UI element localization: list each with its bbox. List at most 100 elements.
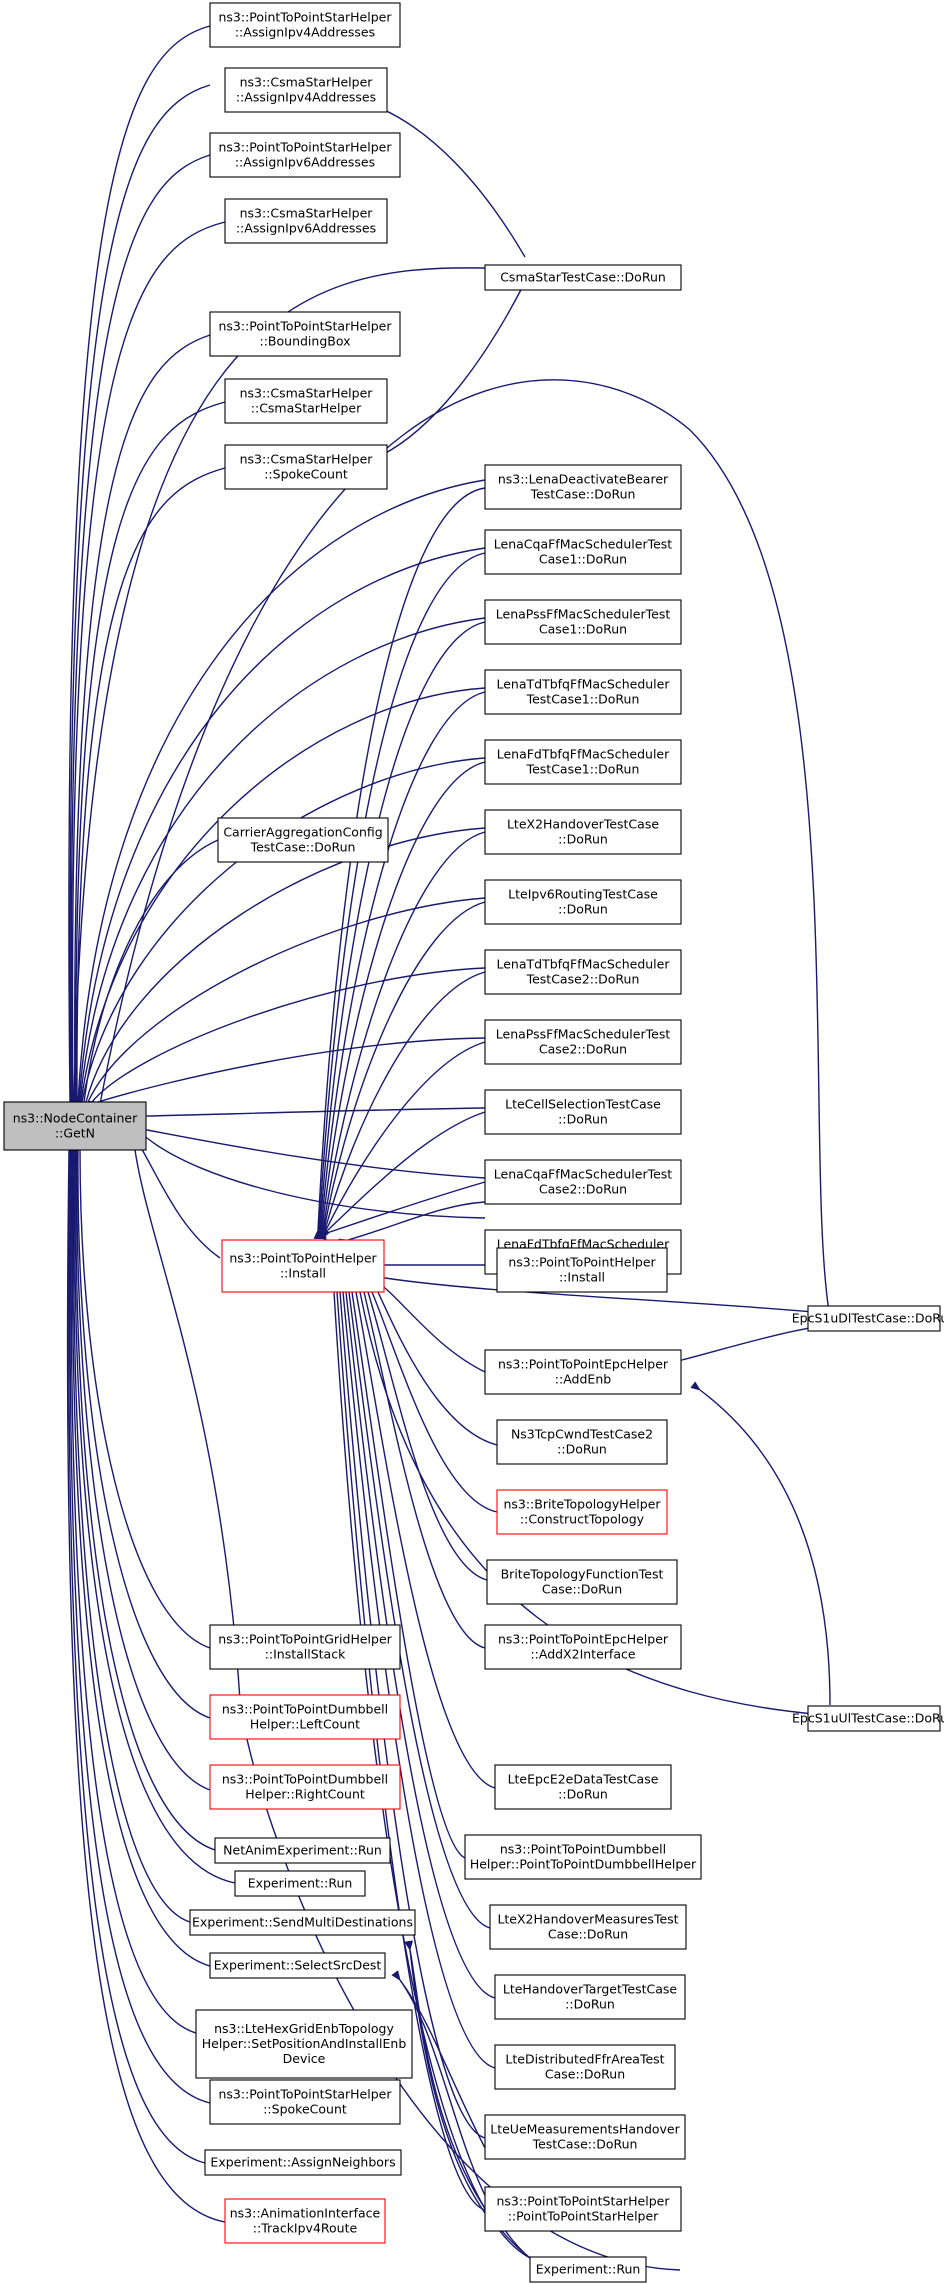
graph-node[interactable]: ns3::PointToPointDumbbellHelper::PointTo… xyxy=(464,1834,702,1880)
graph-node[interactable]: EpcS1uDlTestCase::DoRun xyxy=(792,1305,944,1332)
graph-node[interactable]: ns3::PointToPointDumbbellHelper::LeftCou… xyxy=(209,1694,401,1740)
graph-node[interactable]: ns3::CsmaStarHelper::SpokeCount xyxy=(224,444,388,490)
node-label: LteUeMeasurementsHandover xyxy=(490,2122,680,2137)
node-label: Experiment::Run xyxy=(248,1876,353,1891)
node-label: ::DoRun xyxy=(565,1997,615,2012)
graph-node[interactable]: CsmaStarTestCase::DoRun xyxy=(484,264,682,291)
graph-node[interactable]: LteCellSelectionTestCase::DoRun xyxy=(484,1089,682,1135)
graph-node[interactable]: LteIpv6RoutingTestCase::DoRun xyxy=(484,879,682,925)
node-label: ::AddEnb xyxy=(555,1372,611,1387)
node-label: LenaCqaFfMacSchedulerTest xyxy=(494,1167,673,1182)
node-box xyxy=(484,1349,682,1395)
node-label: LenaTdTbfqFfMacScheduler xyxy=(497,957,671,972)
graph-node[interactable]: ns3::LteHexGridEnbTopologyHelper::SetPos… xyxy=(195,2009,413,2079)
edge xyxy=(74,1140,211,1719)
edge xyxy=(364,1282,498,1513)
node-box xyxy=(494,1764,672,1810)
node-box xyxy=(209,1952,386,1979)
edge xyxy=(73,1140,211,1791)
edge xyxy=(318,1111,486,1240)
node-label: Experiment::SendMultiDestinations xyxy=(192,1915,413,1930)
graph-node[interactable]: ns3::CsmaStarHelper::AssignIpv4Addresses xyxy=(224,67,388,113)
nodes: ns3::NodeContainer::GetNns3::PointToPoin… xyxy=(3,2,944,2283)
graph-node[interactable]: ns3::PointToPointGridHelper::InstallStac… xyxy=(209,1624,401,1670)
node-box xyxy=(484,1624,682,1670)
graph-node[interactable]: ns3::PointToPointStarHelper::AssignIpv6A… xyxy=(209,132,401,178)
edge xyxy=(88,1037,486,1109)
node-box xyxy=(484,529,682,575)
graph-node[interactable]: ns3::PointToPointDumbbellHelper::RightCo… xyxy=(209,1764,401,1810)
graph-node[interactable]: Experiment::SelectSrcDest xyxy=(209,1952,386,1979)
edge xyxy=(66,25,211,1112)
graph-node[interactable]: Ns3TcpCwndTestCase2::DoRun xyxy=(496,1419,668,1465)
graph-node[interactable]: Experiment::AssignNeighbors xyxy=(204,2149,402,2176)
graph-node[interactable]: ns3::CsmaStarHelper::AssignIpv6Addresses xyxy=(224,198,388,244)
graph-node[interactable]: EpcS1uUlTestCase::DoRun xyxy=(792,1705,944,1732)
node-label: TestCase::DoRun xyxy=(250,840,356,855)
node-label: ::GetN xyxy=(55,1126,95,1141)
node-box xyxy=(484,599,682,645)
graph-node[interactable]: Experiment::SendMultiDestinations xyxy=(189,1909,416,1936)
node-label: NetAnimExperiment::Run xyxy=(223,1843,382,1858)
edge xyxy=(72,1140,216,1851)
graph-node[interactable]: LteHandoverTargetTestCase::DoRun xyxy=(494,1974,686,2020)
node-box xyxy=(217,817,389,863)
node-box xyxy=(494,1974,686,2020)
graph-node[interactable]: ns3::PointToPointEpcHelper::AddX2Interfa… xyxy=(484,1624,682,1670)
node-label: ns3::PointToPointDumbbell xyxy=(500,1842,666,1857)
node-box xyxy=(214,1837,391,1864)
node-box xyxy=(209,2,401,48)
node-box xyxy=(224,378,388,424)
graph-node[interactable]: LteX2HandoverTestCase::DoRun xyxy=(484,809,682,855)
edge xyxy=(76,757,486,1112)
edge xyxy=(358,1282,486,1649)
graph-node[interactable]: ns3::PointToPointHelper::Install xyxy=(221,1239,385,1293)
node-label: ns3::PointToPointStarHelper xyxy=(218,2087,392,2102)
graph-node[interactable]: ns3::PointToPointStarHelper::SpokeCount xyxy=(209,2079,401,2125)
node-box xyxy=(496,1489,668,1535)
node-label: ::Install xyxy=(559,1270,605,1285)
edge xyxy=(313,487,486,1240)
graph-node[interactable]: Experiment::Run xyxy=(234,1870,366,1897)
graph-node[interactable]: ns3::AnimationInterface::TrackIpv4Route xyxy=(224,2198,386,2244)
node-label: ns3::PointToPointDumbbell xyxy=(222,1772,388,1787)
node-label: ns3::PointToPointDumbbell xyxy=(222,1702,388,1717)
graph-node[interactable]: Experiment::Run xyxy=(529,2256,647,2283)
graph-node[interactable]: ns3::BriteTopologyHelper::ConstructTopol… xyxy=(496,1489,668,1535)
graph-node[interactable]: NetAnimExperiment::Run xyxy=(214,1837,391,1864)
graph-node[interactable]: ns3::PointToPointStarHelper::AssignIpv4A… xyxy=(209,2,401,48)
edge xyxy=(80,897,486,1112)
node-label: LenaCqaFfMacSchedulerTest xyxy=(494,537,673,552)
node-box xyxy=(224,444,388,490)
edge xyxy=(361,1282,488,1581)
node-label: ::AssignIpv6Addresses xyxy=(235,155,375,170)
node-box xyxy=(221,1239,385,1293)
graph-node[interactable]: ns3::PointToPointHelper::Install xyxy=(496,1247,668,1293)
graph-node[interactable]: ns3::PointToPointStarHelper::BoundingBox xyxy=(209,311,401,357)
graph-node[interactable]: ns3::PointToPointStarHelper::PointToPoin… xyxy=(484,2186,682,2232)
edge xyxy=(131,1136,221,1259)
graph-node[interactable]: ns3::CsmaStarHelper::CsmaStarHelper xyxy=(224,378,388,424)
node-label: Helper::LeftCount xyxy=(250,1717,360,1732)
edge xyxy=(71,1140,236,1884)
root-node[interactable]: ns3::NodeContainer::GetN xyxy=(3,1101,147,1151)
node-label: Case1::DoRun xyxy=(539,552,627,567)
graph-node[interactable]: ns3::PointToPointEpcHelper::AddEnb xyxy=(484,1349,682,1395)
node-label: Experiment::AssignNeighbors xyxy=(210,2155,395,2170)
node-label: EpcS1uUlTestCase::DoRun xyxy=(792,1711,944,1726)
graph-node[interactable]: LteEpcE2eDataTestCase::DoRun xyxy=(494,1764,672,1810)
